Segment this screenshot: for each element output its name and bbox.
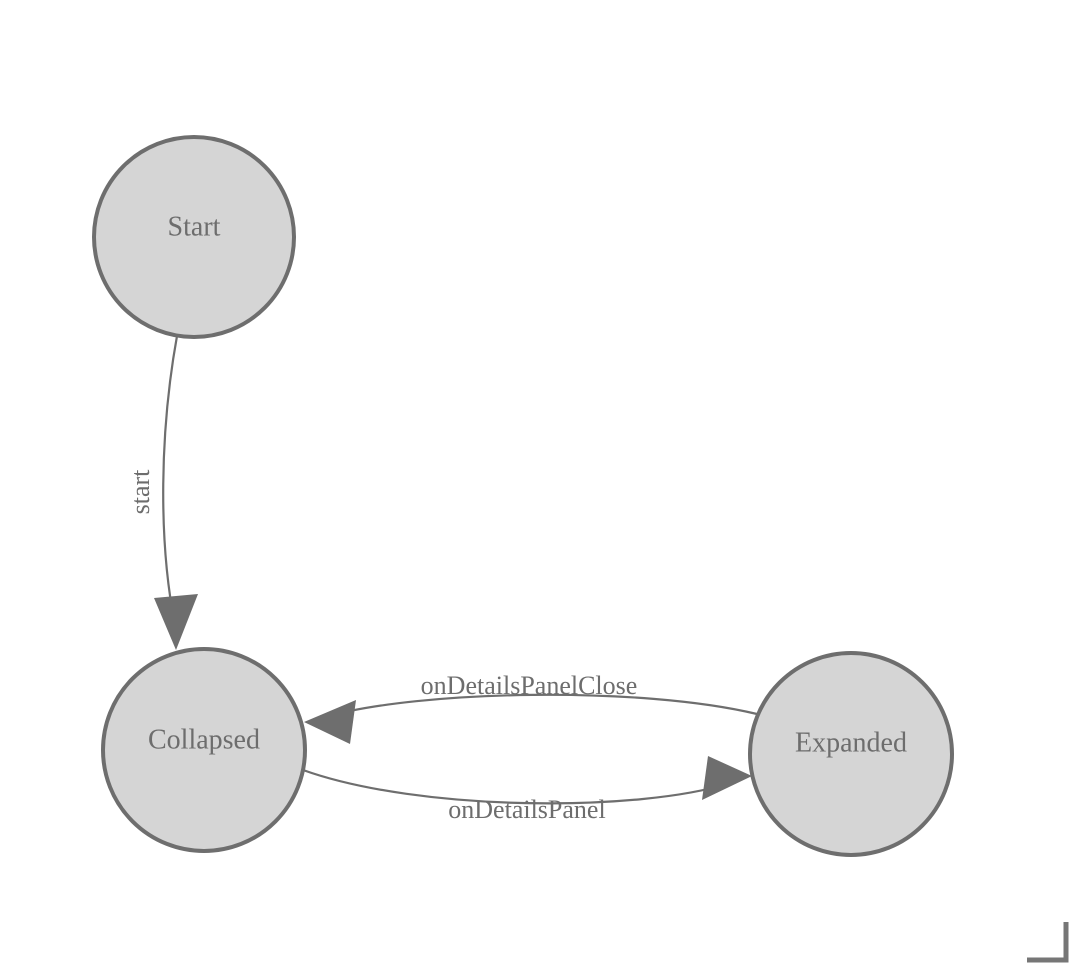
node-start[interactable]: Start bbox=[92, 135, 296, 339]
node-collapsed-label: Collapsed bbox=[148, 724, 260, 755]
node-expanded-label: Expanded bbox=[795, 727, 907, 758]
edge-expanded-to-collapsed[interactable] bbox=[304, 693, 758, 744]
edge-path-start-to-collapsed bbox=[162, 335, 179, 626]
node-expanded[interactable]: Expanded bbox=[748, 651, 954, 857]
edge-start-to-collapsed[interactable] bbox=[154, 335, 198, 650]
edge-label-on-details-panel: onDetailsPanel bbox=[448, 795, 605, 824]
node-collapsed-circle bbox=[101, 647, 307, 853]
edge-label-on-details-panel-close: onDetailsPanelClose bbox=[421, 671, 638, 700]
edge-collapsed-to-expanded[interactable] bbox=[302, 756, 752, 805]
arrowhead-left-icon bbox=[304, 700, 356, 744]
resize-handle-corner-icon[interactable] bbox=[1027, 922, 1069, 963]
node-expanded-circle bbox=[748, 651, 954, 857]
edge-path-expanded-to-collapsed bbox=[324, 693, 758, 719]
arrowhead-down-icon bbox=[154, 594, 198, 650]
node-start-circle bbox=[92, 135, 296, 339]
node-start-label: Start bbox=[168, 211, 221, 242]
edge-path-collapsed-to-expanded bbox=[302, 768, 731, 805]
arrowhead-right-icon bbox=[702, 756, 752, 800]
edge-label-start: start bbox=[126, 469, 155, 515]
node-collapsed[interactable]: Collapsed bbox=[101, 647, 307, 853]
